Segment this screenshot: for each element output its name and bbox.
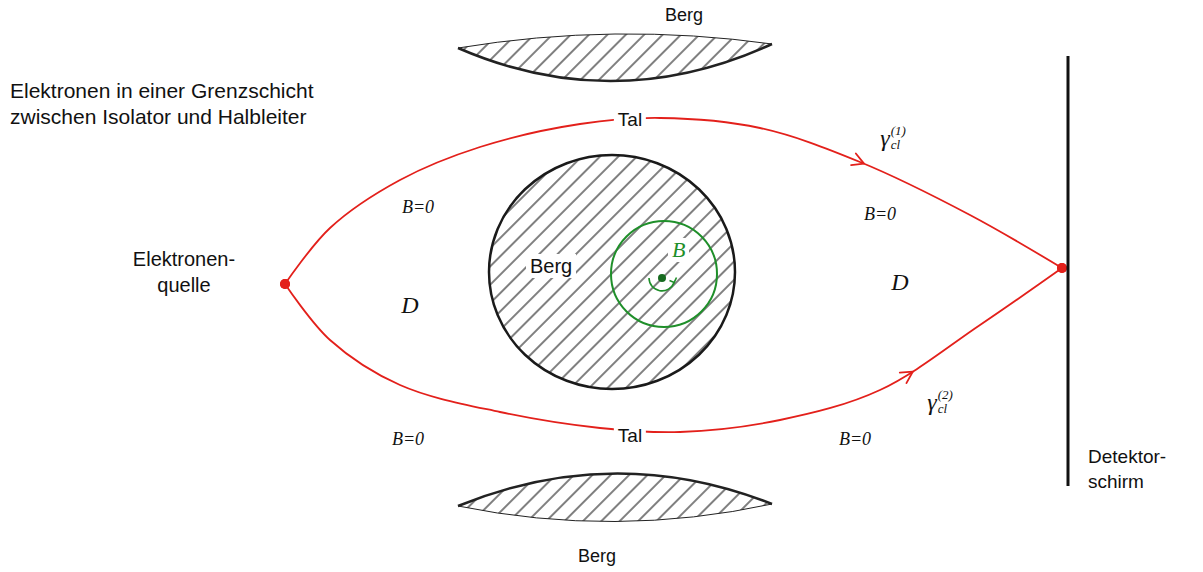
detector-screen-label: Detektor- schirm	[1088, 444, 1180, 494]
mountain-outline	[458, 473, 772, 506]
flux-circle	[611, 221, 717, 327]
subscript: cl	[891, 138, 906, 152]
mountain-region: Berg	[450, 4, 780, 86]
arrowhead	[900, 372, 913, 383]
subscript: cl	[938, 402, 953, 416]
endpoint-dot	[280, 279, 290, 289]
endpoint-dot	[1057, 263, 1067, 273]
region-label: D	[891, 268, 908, 297]
mountain-outline	[458, 504, 772, 522]
field-label: B=0	[864, 204, 896, 226]
superscript: (2)	[938, 388, 953, 402]
flux-dot	[658, 274, 666, 282]
mountain-region-label: Berg	[665, 4, 703, 26]
flux-symbol: B	[608, 218, 720, 330]
mountain-circle-label: Berg	[526, 254, 576, 278]
path-index: cl(2)	[938, 388, 953, 416]
mountain-region-label: Berg	[578, 546, 616, 567]
detector-screen-shape	[1062, 50, 1182, 486]
flux-symbol-shape	[608, 218, 720, 330]
electron-source-label: Elektronen- quelle	[128, 246, 240, 298]
mountain-region: Berg	[450, 466, 780, 570]
detector-screen-line	[1067, 56, 1070, 486]
valley-label: Tal	[614, 425, 646, 448]
superscript: (1)	[891, 124, 906, 138]
rotation-arrow	[649, 278, 674, 291]
field-label: B=0	[402, 197, 434, 219]
mountain-circle: Berg B	[488, 154, 736, 390]
path-label: γcl(2)	[927, 388, 953, 416]
mountain-hatching	[458, 34, 772, 81]
field-label: B=0	[839, 429, 871, 451]
mountain-circle-outline	[489, 155, 735, 389]
mountain-outline	[458, 34, 772, 48]
rotation-arrowhead	[670, 278, 677, 283]
endpoint-dot	[1057, 263, 1067, 273]
path-index: cl(1)	[891, 124, 906, 152]
electron-source: Elektronen- quelle	[128, 254, 285, 314]
flux-symbol-label: B	[668, 238, 689, 262]
field-label: B=0	[392, 429, 424, 451]
region-label: D	[401, 291, 418, 320]
path-symbol: γ	[927, 389, 936, 415]
mountain-region-shape	[450, 4, 780, 86]
mountain-hatching	[458, 473, 772, 521]
path-symbol: γ	[880, 125, 889, 151]
path-label: γcl(1)	[880, 124, 906, 152]
title-note: Elektronen in einer Grenzschicht zwische…	[10, 78, 330, 130]
mountain-outline	[458, 44, 772, 81]
arrowhead	[851, 154, 864, 166]
endpoint-dot	[280, 279, 290, 289]
detector-screen: Detektor- schirm	[1062, 50, 1182, 486]
valley-label: Tal	[614, 109, 646, 132]
